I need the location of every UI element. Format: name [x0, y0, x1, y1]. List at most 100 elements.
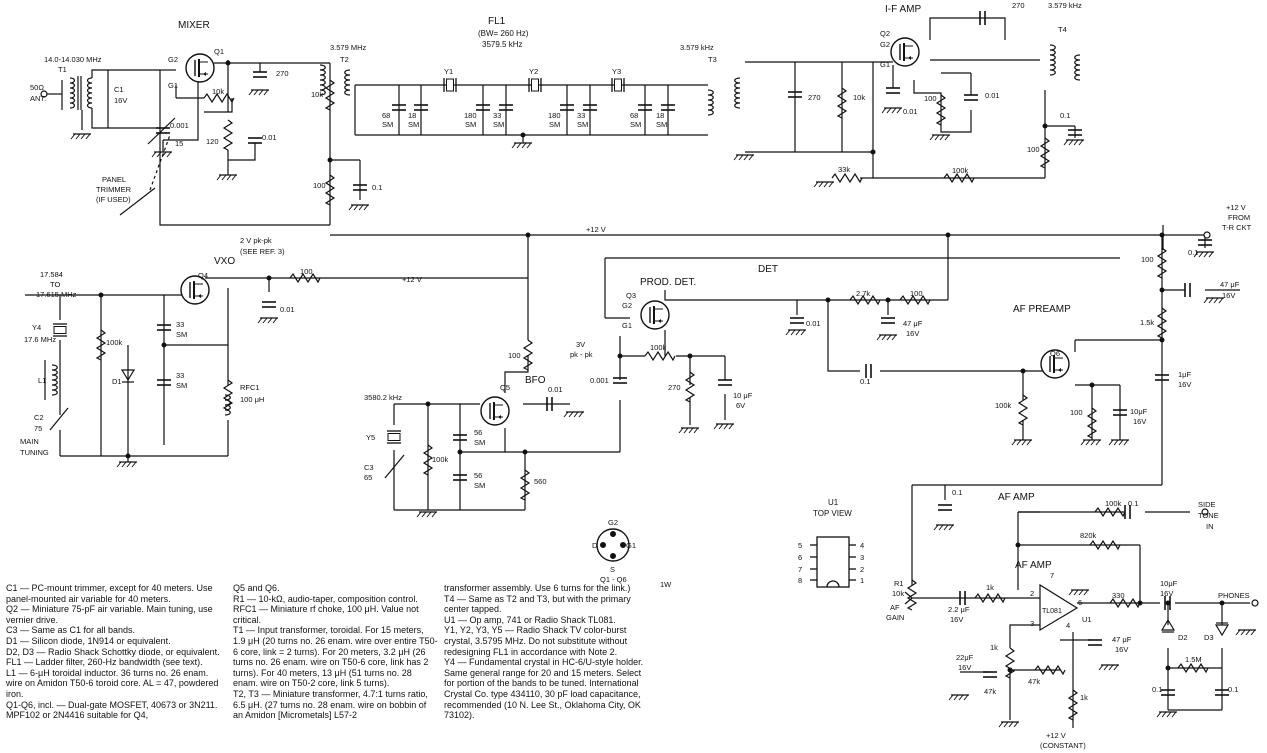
- component-label: 10 μF: [733, 391, 753, 400]
- component-label: 65: [364, 473, 372, 482]
- component-label: TONE: [1198, 511, 1219, 520]
- component-label: SM: [493, 120, 504, 129]
- component-label: C2: [34, 413, 44, 422]
- component-label: SM: [408, 120, 419, 129]
- component-label: C1: [114, 85, 124, 94]
- mixer-label: MIXER: [178, 20, 210, 31]
- component-label: 47 μF: [1112, 635, 1132, 644]
- component-label: 33: [493, 111, 501, 120]
- component-label: 0.01: [548, 385, 563, 394]
- component-label: 56: [474, 428, 482, 437]
- component-label: 17.6 MHz: [24, 335, 56, 344]
- note: Y4 — Fundamental crystal in HC-6/U-style…: [444, 657, 644, 721]
- component-label: 2.2 μF: [948, 605, 970, 614]
- component-label: 0.01: [806, 319, 821, 328]
- component-label: SM: [630, 120, 641, 129]
- component-label: 100: [300, 267, 313, 276]
- component-label: 4: [860, 541, 864, 550]
- component-label: Q3: [626, 291, 636, 300]
- component-label: 270: [808, 93, 821, 102]
- component-label: 0.1: [860, 377, 870, 386]
- component-label: IN: [1206, 522, 1214, 531]
- note: T1 — Input transformer, toroidal. For 15…: [233, 625, 438, 689]
- component-label: 560: [534, 477, 547, 486]
- component-label: 47k: [984, 687, 996, 696]
- component-label: 3.579 kHz: [680, 43, 714, 52]
- component-label: 100k: [650, 343, 667, 352]
- component-label: 3: [860, 553, 864, 562]
- component-label: 47 μF: [903, 319, 923, 328]
- component-label: 1.5k: [1140, 318, 1154, 327]
- af-preamp-label: AF PREAMP: [1013, 304, 1071, 315]
- bfo-label: BFO: [525, 375, 546, 386]
- component-label: TRIMMER: [96, 185, 132, 194]
- note: C1 — PC-mount trimmer, except for 40 met…: [6, 583, 213, 604]
- component-label: 100: [313, 181, 326, 190]
- component-label: T-R CKT: [1222, 223, 1252, 232]
- component-label: Y1: [444, 67, 453, 76]
- component-label: 100: [1027, 145, 1040, 154]
- note: U1 — Op amp, 741 or Radio Shack TL081.: [444, 614, 616, 625]
- component-label: 3: [1030, 619, 1034, 628]
- component-label: TUNING: [20, 448, 49, 457]
- component-label: 100k: [952, 166, 969, 175]
- component-label: SM: [474, 481, 485, 490]
- component-label: 100k: [106, 338, 123, 347]
- component-label: TL081: [1042, 608, 1062, 615]
- component-label: G1: [168, 81, 178, 90]
- stage-labels: MIXER FL1 (BW= 260 Hz) 3579.5 kHz I-F AM…: [178, 4, 1071, 571]
- component-label: 68: [382, 111, 390, 120]
- note: D1 — Silicon diode, 1N914 or equivalent.: [6, 635, 171, 646]
- component-label: 75: [34, 424, 42, 433]
- vxo-label: VXO: [214, 256, 235, 267]
- component-label: 0.001: [170, 121, 189, 130]
- component-label: SIDE: [1198, 500, 1216, 509]
- component-label: 10k: [311, 90, 323, 99]
- af-amp-label: AF AMP: [998, 492, 1035, 503]
- component-label: 0.1: [952, 488, 962, 497]
- component-label: 16V: [1160, 589, 1173, 598]
- component-label: 3.579 MHz: [330, 43, 367, 52]
- component-label: SM: [549, 120, 560, 129]
- component-label: Q1 - Q6: [600, 575, 627, 584]
- component-label: SM: [465, 120, 476, 129]
- component-label: 0.1: [1128, 499, 1138, 508]
- component-label: 1: [860, 576, 864, 585]
- component-label: 0.1: [1228, 685, 1238, 694]
- component-label: 0.01: [985, 91, 1000, 100]
- component-label: 50Ω: [30, 83, 44, 92]
- component-label: L1: [38, 376, 46, 385]
- component-label: SM: [577, 120, 588, 129]
- component-label: 33: [577, 111, 585, 120]
- component-label: 16V: [1115, 645, 1128, 654]
- component-label: Q1: [214, 47, 224, 56]
- component-label: 22μF: [956, 653, 974, 662]
- component-label: 270: [1012, 1, 1025, 10]
- junctions: [98, 60, 1225, 673]
- note: FL1 — Ladder filter, 260-Hz bandwidth (s…: [6, 657, 203, 668]
- component-label: D2: [1178, 633, 1188, 642]
- component-label: Y4: [32, 323, 41, 332]
- component-label: 16V: [950, 615, 963, 624]
- component-label: 1W: [660, 580, 672, 589]
- component-label: 10k: [853, 93, 865, 102]
- component-label: 0.1: [1060, 111, 1070, 120]
- component-label: 16V: [906, 329, 919, 338]
- note: L1 — 6-μH toroidal inductor. 36 turns no…: [6, 667, 219, 699]
- component-label: +12 V: [586, 225, 606, 234]
- af-amp-label-2: AF AMP: [1015, 560, 1052, 571]
- component-label: SM: [382, 120, 393, 129]
- component-label: SM: [176, 381, 187, 390]
- note: Q2 — Miniature 75-pF air variable. Main …: [6, 604, 213, 625]
- component-label: 100k: [1105, 499, 1122, 508]
- component-label: SM: [656, 120, 667, 129]
- component-label: PHONES: [1218, 591, 1250, 600]
- component-label: 10μF: [1160, 579, 1178, 588]
- component-label: 6: [798, 553, 802, 562]
- component-label: (SEE REF. 3): [240, 247, 285, 256]
- component-label: D3: [1204, 633, 1214, 642]
- component-label: G2: [168, 55, 178, 64]
- component-label: 14.0-14.030 MHz: [44, 55, 102, 64]
- fl1-bw: (BW= 260 Hz): [478, 29, 529, 38]
